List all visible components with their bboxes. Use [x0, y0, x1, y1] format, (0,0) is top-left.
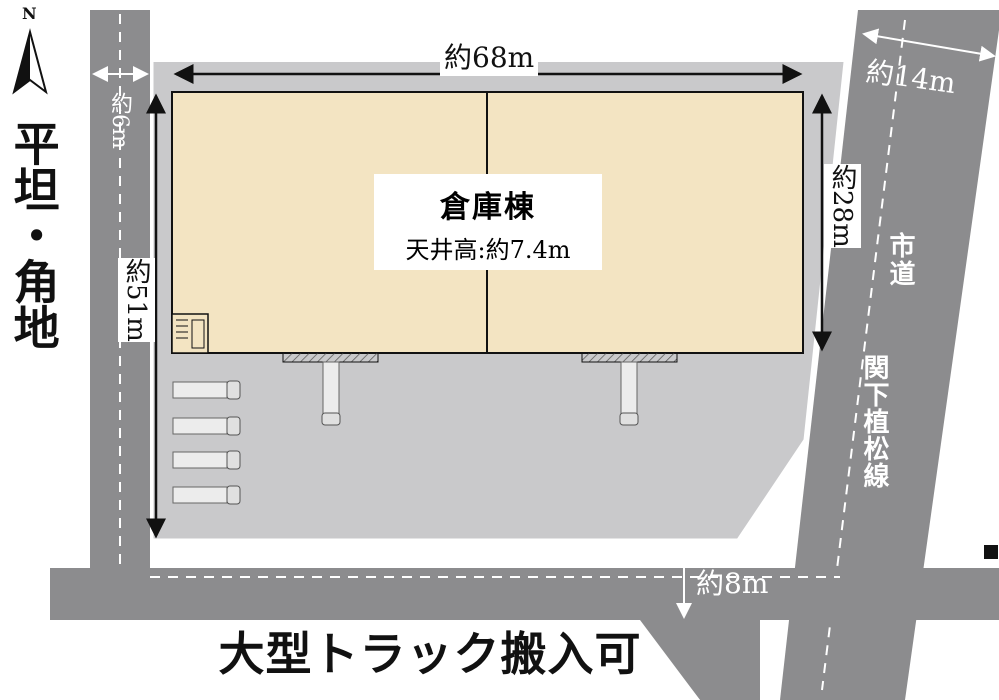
docked-truck-west — [321, 361, 341, 426]
depth-east-dimension-label: 約28m — [824, 164, 861, 248]
parked-truck — [172, 450, 241, 470]
loading-dock-west — [282, 352, 379, 363]
loading-dock-east — [581, 352, 678, 363]
width-dimension-label: 約68m — [440, 36, 539, 76]
truck-access-note: 大型トラック搬入可 — [218, 627, 642, 681]
city-road-label: 市道 — [885, 232, 915, 288]
east-road-width-arrow — [862, 28, 996, 62]
south-road-width-label: 約8m — [696, 567, 769, 600]
building-name: 倉庫棟 — [440, 190, 536, 225]
south-road — [50, 568, 999, 700]
building-label-box: 倉庫棟 天井高:約7.4m — [374, 174, 602, 270]
side-title: 平坦・角地 — [6, 120, 61, 350]
north-arrow-icon — [12, 28, 48, 95]
stair-icon — [176, 319, 205, 349]
west-road-width-label: 約6m — [107, 92, 132, 149]
east-road — [780, 10, 999, 700]
parked-truck — [172, 485, 241, 505]
docked-truck-east — [619, 361, 639, 426]
parked-truck — [172, 416, 241, 436]
south-sidewalk-island — [180, 622, 700, 700]
compass-label: N — [22, 4, 37, 23]
road-line-name-label: 関下植松線 — [859, 354, 889, 489]
building-ceiling-height: 天井高:約7.4m — [405, 236, 571, 264]
legend-square-icon — [984, 545, 998, 559]
site-depth-dimension-label: 約51m — [118, 258, 155, 342]
parked-truck — [172, 380, 241, 400]
